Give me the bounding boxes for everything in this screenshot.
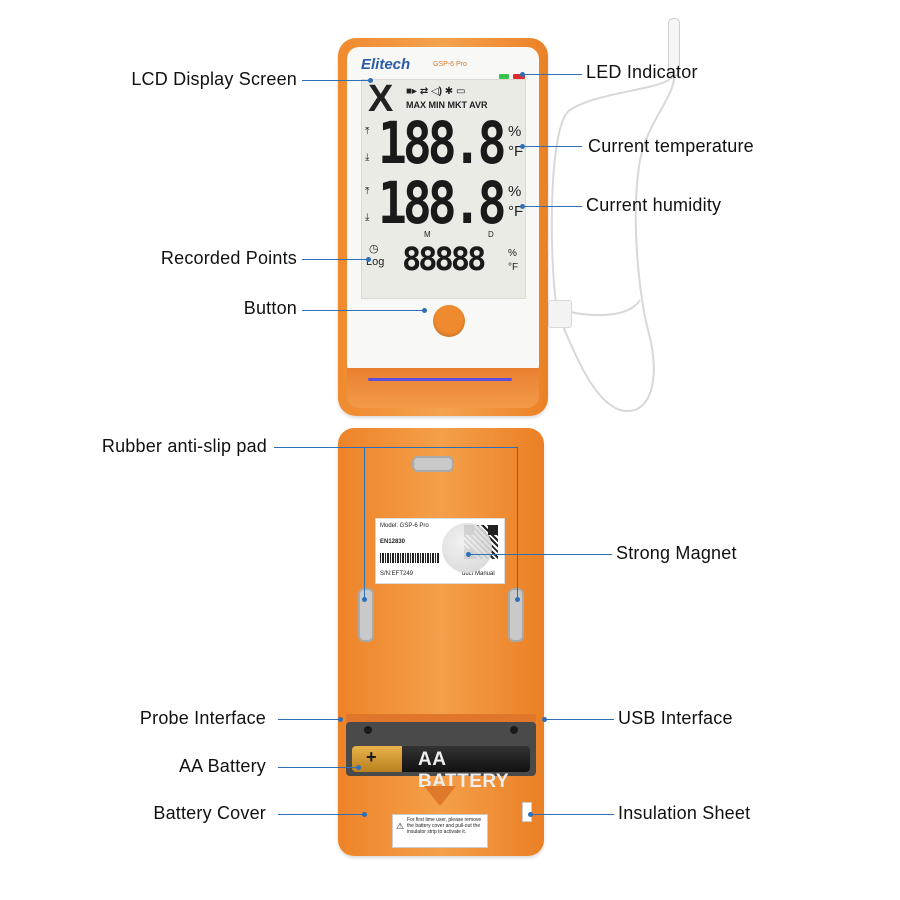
clock-icon: ◷ (369, 243, 379, 255)
label-probe-interface: Probe Interface (139, 708, 266, 728)
sticker-sn: S/N:EFT249 (380, 571, 414, 577)
leader-temperature (522, 146, 582, 147)
label-usb-interface: USB Interface (618, 708, 733, 728)
leader-dot (366, 257, 371, 262)
leader-dot (542, 717, 547, 722)
status-icons: ■▸ ⇄ ◁) ✱ ▭ (406, 86, 466, 97)
leader-pad-left (364, 447, 365, 599)
humidity-readout: 188.8 (378, 170, 506, 238)
label-aa-battery: AA Battery (178, 756, 266, 776)
up-arrow-icon: ⤒ (365, 186, 370, 197)
temperature-readout: 188.8 (378, 110, 506, 178)
leader-dot (338, 717, 343, 722)
recorded-points-readout: 88888 (402, 240, 486, 278)
strong-magnet (442, 523, 492, 573)
sticker-model: Model: GSP-6 Pro (380, 523, 429, 529)
hum-unit-f: °F (508, 203, 524, 220)
leader-recorded-points (302, 259, 368, 260)
alarm-x-icon: X (368, 78, 394, 120)
temp-unit-f: °F (508, 143, 524, 160)
leader-dot (528, 812, 533, 817)
points-unit-percent: % (508, 248, 517, 259)
cover-slide-arrow (424, 786, 456, 806)
down-arrow-icon: ⤓ (365, 152, 370, 163)
label-current-humidity: Current humidity (586, 195, 722, 215)
leader-cover (278, 814, 364, 815)
label-battery-cover: Battery Cover (153, 803, 266, 823)
leader-humidity (522, 206, 582, 207)
label-lcd-display-screen: LCD Display Screen (131, 69, 297, 89)
cover-note: ⚠ For first time user, please remove the… (392, 814, 488, 848)
aa-battery: + AA BATTERY (352, 746, 530, 792)
leader-dot (520, 204, 525, 209)
barcode (380, 553, 440, 563)
leader-probe (278, 719, 340, 720)
temperature-probe (668, 18, 680, 76)
leader-dot (362, 597, 367, 602)
leader-pad-right (517, 447, 518, 599)
up-arrow-icon: ⤒ (365, 126, 370, 137)
led-green (499, 74, 509, 79)
leader-magnet (468, 554, 612, 555)
leader-battery (278, 767, 358, 768)
leader-dot (520, 144, 525, 149)
leader-lcd (302, 80, 370, 81)
label-recorded-points: Recorded Points (160, 248, 297, 268)
label-button: Button (243, 298, 297, 318)
device-stand (347, 368, 539, 408)
label-led-indicator: LED Indicator (586, 62, 698, 82)
month-label: M (424, 230, 431, 239)
battery-plus: + (366, 747, 377, 767)
leader-dot (362, 812, 367, 817)
leader-dot (515, 597, 520, 602)
day-label: D (488, 230, 494, 239)
label-current-temperature: Current temperature (588, 136, 754, 156)
leader-dot (356, 765, 361, 770)
leader-pad-horizontal (274, 447, 518, 448)
label-rubber-anti-slip-pad: Rubber anti-slip pad (101, 436, 267, 456)
down-arrow-icon: ⤓ (365, 212, 370, 223)
rubber-pad-top (412, 456, 454, 472)
lcd-display-screen: X ■▸ ⇄ ◁) ✱ ▭ MAX MIN MKT AVR ⤒ ⤓ 188.8 … (361, 78, 526, 299)
probe-port (364, 726, 372, 734)
usb-plug (548, 300, 572, 328)
rubber-pad-right (508, 588, 524, 642)
rubber-pad-left (358, 588, 374, 642)
leader-usb (544, 719, 614, 720)
hum-unit-percent: % (508, 183, 522, 200)
usb-port (510, 726, 518, 734)
label-insulation-sheet: Insulation Sheet (618, 803, 751, 823)
model-name: GSP-6 Pro (433, 61, 467, 68)
leader-dot (422, 308, 427, 313)
device-button[interactable] (433, 305, 465, 337)
sticker-manual: duct Manual (462, 571, 495, 577)
device-front: Elitech GSP-6 Pro X ■▸ ⇄ ◁) ✱ ▭ MAX MIN … (338, 38, 548, 416)
brand-logo: Elitech (361, 56, 411, 73)
label-strong-magnet: Strong Magnet (616, 543, 737, 563)
leader-dot (520, 72, 525, 77)
temp-unit-percent: % (508, 123, 522, 140)
leader-led (522, 74, 582, 75)
stand-light-bar (368, 378, 512, 381)
sticker-en: EN12830 (380, 539, 406, 545)
device-face: Elitech GSP-6 Pro X ■▸ ⇄ ◁) ✱ ▭ MAX MIN … (347, 47, 539, 377)
lcd-stats-labels: MAX MIN MKT AVR (406, 100, 488, 110)
led-red (513, 74, 525, 79)
leader-dot (368, 78, 373, 83)
leader-dot (466, 552, 471, 557)
device-back: Model: GSP-6 Pro EN12830 S/N:EFT249 duct… (338, 428, 544, 856)
leader-insulation (530, 814, 614, 815)
warning-icon: ⚠ (396, 821, 405, 831)
points-unit-f: °F (508, 262, 519, 273)
leader-button (302, 310, 424, 311)
cover-note-text: For first time user, please remove the b… (407, 817, 482, 835)
